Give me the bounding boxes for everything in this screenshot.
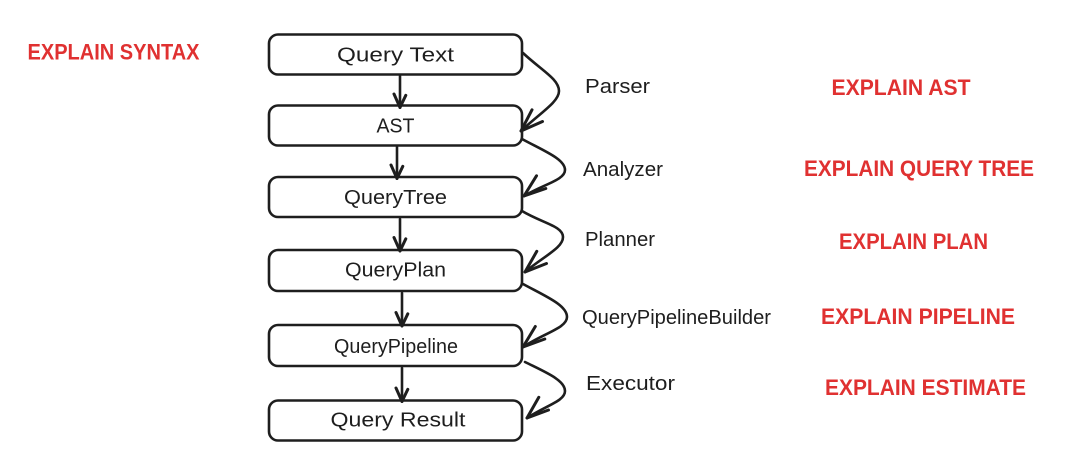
svg-text:QueryPlan: QueryPlan	[345, 260, 446, 282]
svg-text:AST: AST	[377, 116, 415, 138]
svg-text:EXPLAIN AST: EXPLAIN AST	[832, 75, 972, 100]
svg-text:Planner: Planner	[585, 229, 655, 251]
svg-text:Analyzer: Analyzer	[583, 159, 663, 181]
svg-text:EXPLAIN PLAN: EXPLAIN PLAN	[839, 229, 988, 254]
svg-text:Executor: Executor	[586, 373, 675, 395]
svg-text:QueryPipeline: QueryPipeline	[334, 336, 458, 358]
svg-text:QueryTree: QueryTree	[344, 187, 447, 209]
svg-text:QueryPipelineBuilder: QueryPipelineBuilder	[582, 307, 771, 329]
svg-text:EXPLAIN PIPELINE: EXPLAIN PIPELINE	[821, 304, 1015, 329]
svg-text:Parser: Parser	[585, 76, 650, 98]
svg-text:EXPLAIN QUERY TREE: EXPLAIN QUERY TREE	[804, 156, 1034, 181]
svg-text:Query Text: Query Text	[337, 45, 455, 67]
svg-text:Query Result: Query Result	[331, 410, 467, 432]
svg-text:EXPLAIN SYNTAX: EXPLAIN SYNTAX	[28, 40, 200, 65]
svg-text:EXPLAIN ESTIMATE: EXPLAIN ESTIMATE	[825, 375, 1026, 400]
